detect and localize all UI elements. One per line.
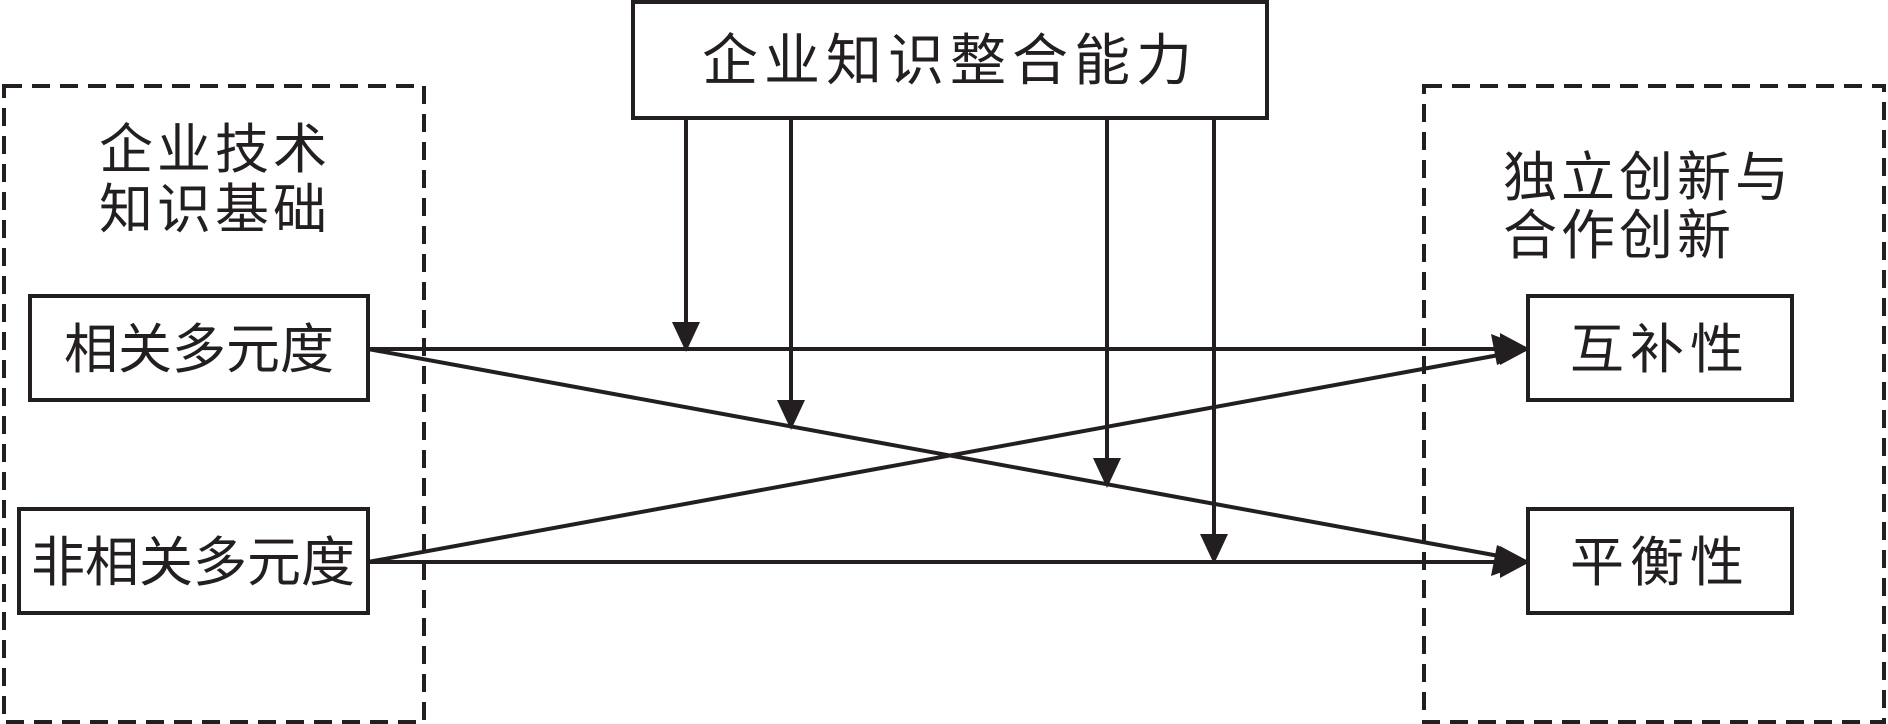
balance-node [1526, 507, 1794, 615]
moderation-arrowhead-4 [1200, 534, 1228, 564]
related-diversity-label: 相关多元度 [64, 318, 334, 381]
left-group-box [2, 84, 426, 724]
unrelated-diversity-label: 非相关多元度 [31, 531, 355, 594]
edge-related-to-balance [367, 347, 1511, 560]
left-group-title-line-2: 知识基础 [99, 178, 331, 241]
moderation-arrowhead-2 [777, 400, 805, 430]
arrowhead-balance-from-unrelated [1500, 546, 1530, 578]
moderator-label: 企业知识整合能力 [702, 29, 1198, 94]
arrowhead-complementarity-from-unrelated [1491, 334, 1530, 365]
moderation-arrowhead-3 [1093, 458, 1121, 488]
right-group-title-line-1: 独立创新与 [1503, 146, 1793, 209]
unrelated-diversity-node [17, 507, 370, 615]
moderator-node [631, 0, 1269, 120]
complementarity-label: 互补性 [1570, 318, 1750, 381]
right-group-box [1422, 84, 1886, 724]
balance-label: 平衡性 [1570, 531, 1750, 594]
moderation-arrowhead-1 [672, 322, 700, 352]
right-group-title-line-2: 合作创新 [1503, 204, 1735, 267]
left-group-title-line-1: 企业技术 [99, 118, 331, 181]
edge-unrelated-to-complementarity [367, 351, 1511, 564]
related-diversity-node [28, 294, 370, 402]
